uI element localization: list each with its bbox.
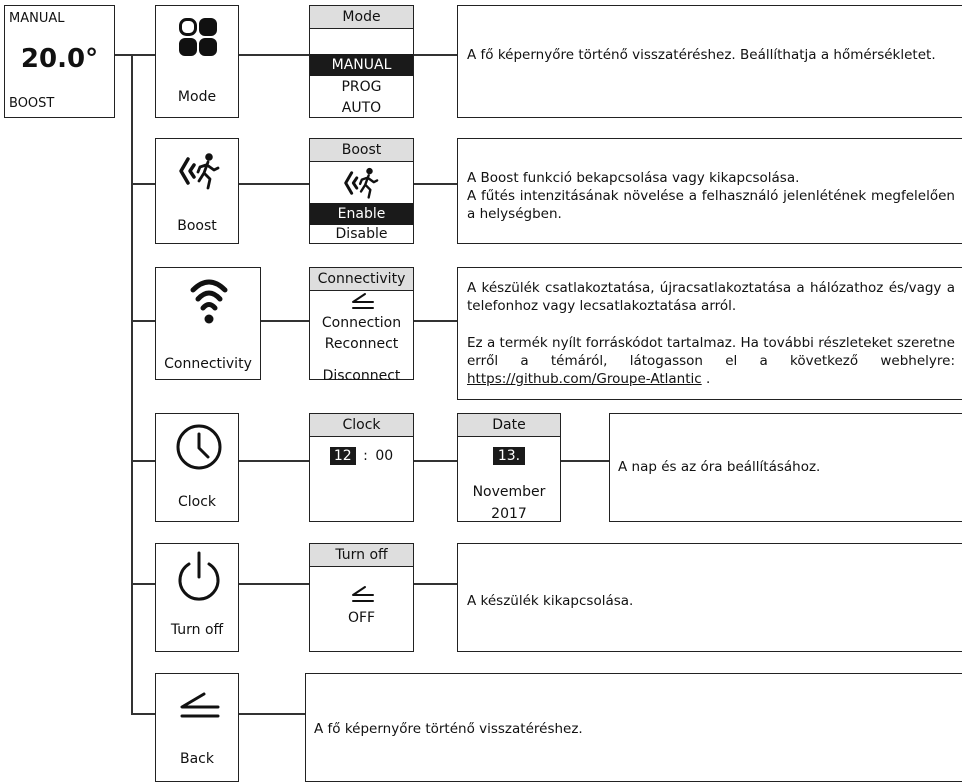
menu-item-turn-off[interactable]: Turn off bbox=[155, 543, 239, 652]
connector-boost-sub bbox=[238, 183, 310, 185]
connector-mode-sub bbox=[238, 54, 310, 56]
connectivity-option-disconnect[interactable]: Disconnect bbox=[322, 368, 401, 384]
connectivity-option-connection[interactable]: Connection bbox=[321, 315, 402, 331]
github-link[interactable]: https://github.com/Groupe-Atlantic bbox=[467, 371, 702, 387]
boost-description-box: A Boost funkció bekapcsolása vagy kikapc… bbox=[457, 138, 962, 244]
connector-connectivity-sub bbox=[238, 320, 310, 322]
mode-submenu: Mode MANUAL PROG AUTO bbox=[309, 5, 414, 118]
connector-clock-sub bbox=[238, 460, 310, 462]
menu-item-mode[interactable]: Mode bbox=[155, 5, 239, 118]
turn-off-option-off[interactable]: OFF bbox=[347, 610, 376, 626]
connectivity-description-2: Ez a termék nyílt forráskódot tartalmaz.… bbox=[467, 334, 955, 388]
mode-option-manual[interactable]: MANUAL bbox=[310, 54, 413, 76]
clock-description-box: A nap és az óra beállításához. bbox=[609, 413, 962, 522]
connector-back-desc bbox=[238, 713, 306, 715]
menu-item-boost-label: Boost bbox=[177, 218, 217, 234]
boost-submenu-person-icon bbox=[344, 167, 379, 199]
connectivity-description-2-text: Ez a termék nyílt forráskódot tartalmaz.… bbox=[467, 335, 955, 369]
menu-item-connectivity[interactable]: Connectivity bbox=[155, 267, 261, 380]
connector-turnoff-desc bbox=[413, 583, 458, 585]
turn-off-description-box: A készülék kikapcsolása. bbox=[457, 543, 962, 652]
back-arrow-icon bbox=[180, 692, 220, 718]
connectivity-option-reconnect[interactable]: Reconnect bbox=[324, 336, 399, 352]
menu-item-turn-off-label: Turn off bbox=[170, 622, 224, 638]
menu-item-back-label: Back bbox=[180, 751, 214, 767]
mode-submenu-title: Mode bbox=[310, 6, 413, 29]
connector-home-trunk bbox=[114, 54, 132, 56]
clock-description: A nap és az óra beállításához. bbox=[618, 459, 821, 475]
home-mode-label: MANUAL bbox=[9, 11, 65, 26]
four-squares-icon bbox=[179, 18, 217, 56]
mode-option-auto[interactable]: AUTO bbox=[341, 100, 382, 116]
date-submenu-title: Date bbox=[458, 414, 560, 437]
turn-off-description: A készülék kikapcsolása. bbox=[467, 593, 634, 609]
power-icon bbox=[178, 551, 220, 601]
connectivity-submenu: Connectivity Connection Reconnect Discon… bbox=[309, 267, 414, 384]
menu-item-boost[interactable]: Boost bbox=[155, 138, 239, 244]
mode-description-box: A fő képernyőre történő visszatéréshez. … bbox=[457, 5, 962, 118]
back-description: A fő képernyőre történő visszatéréshez. bbox=[314, 721, 583, 737]
boost-description-1: A Boost funkció bekapcsolása vagy kikapc… bbox=[467, 170, 800, 186]
clock-icon bbox=[176, 424, 222, 470]
home-boost-label: BOOST bbox=[9, 96, 55, 111]
boost-submenu: Boost Enable Disable bbox=[309, 138, 414, 244]
connector-connectivity bbox=[131, 320, 156, 322]
connectivity-description-1: A készülék csatlakoztatása, újracsatlako… bbox=[467, 280, 955, 314]
connector-mode bbox=[131, 54, 156, 56]
clock-time: 12 : 00 bbox=[310, 447, 413, 465]
menu-item-clock[interactable]: Clock bbox=[155, 413, 239, 522]
date-year[interactable]: 2017 bbox=[491, 506, 527, 522]
connector-mode-desc bbox=[413, 54, 458, 56]
wifi-icon bbox=[190, 279, 228, 324]
menu-item-clock-label: Clock bbox=[177, 494, 217, 510]
clock-hour[interactable]: 12 bbox=[329, 447, 356, 465]
clock-submenu: Clock 12 : 00 bbox=[309, 413, 414, 522]
connector-clock-date bbox=[413, 460, 458, 462]
clock-minute[interactable]: 00 bbox=[375, 448, 394, 464]
github-link-suffix: . bbox=[701, 371, 711, 387]
home-screen: MANUAL 20.0° BOOST bbox=[4, 5, 115, 118]
turn-off-back-arrow-icon[interactable] bbox=[349, 585, 375, 603]
turn-off-submenu-title: Turn off bbox=[310, 544, 413, 567]
date-submenu: Date 13. November 2017 bbox=[457, 413, 561, 522]
date-day[interactable]: 13. bbox=[492, 447, 526, 465]
back-description-box: A fő képernyőre történő visszatéréshez. bbox=[305, 673, 962, 782]
connectivity-description-box: A készülék csatlakoztatása, újracsatlako… bbox=[457, 267, 962, 400]
connectivity-back-arrow-icon[interactable] bbox=[349, 292, 375, 310]
connector-boost bbox=[131, 183, 156, 185]
connector-turnoff bbox=[131, 583, 156, 585]
menu-item-mode-label: Mode bbox=[177, 89, 217, 105]
connector-turnoff-sub bbox=[238, 583, 310, 585]
connector-back bbox=[131, 713, 156, 715]
date-day-row: 13. bbox=[458, 447, 560, 465]
clock-separator: : bbox=[363, 448, 368, 464]
connector-boost-desc bbox=[413, 183, 458, 185]
mode-description: A fő képernyőre történő visszatéréshez. … bbox=[467, 47, 936, 63]
connector-connectivity-desc bbox=[413, 320, 458, 322]
connector-date-desc bbox=[560, 460, 610, 462]
menu-item-connectivity-label: Connectivity bbox=[164, 356, 252, 372]
home-temperature: 20.0° bbox=[20, 44, 99, 74]
boost-option-disable[interactable]: Disable bbox=[335, 226, 388, 242]
date-month[interactable]: November bbox=[472, 484, 546, 500]
connector-trunk bbox=[131, 54, 133, 713]
person-presence-icon bbox=[179, 153, 220, 190]
connector-clock bbox=[131, 460, 156, 462]
boost-description-2: A fűtés intenzitásának növelése a felhas… bbox=[467, 188, 955, 222]
mode-option-prog[interactable]: PROG bbox=[341, 79, 382, 95]
menu-item-back[interactable]: Back bbox=[155, 673, 239, 782]
clock-submenu-title: Clock bbox=[310, 414, 413, 437]
turn-off-submenu: Turn off OFF bbox=[309, 543, 414, 652]
boost-option-enable[interactable]: Enable bbox=[310, 203, 413, 225]
boost-submenu-title: Boost bbox=[310, 139, 413, 162]
connectivity-submenu-title: Connectivity bbox=[310, 268, 413, 291]
